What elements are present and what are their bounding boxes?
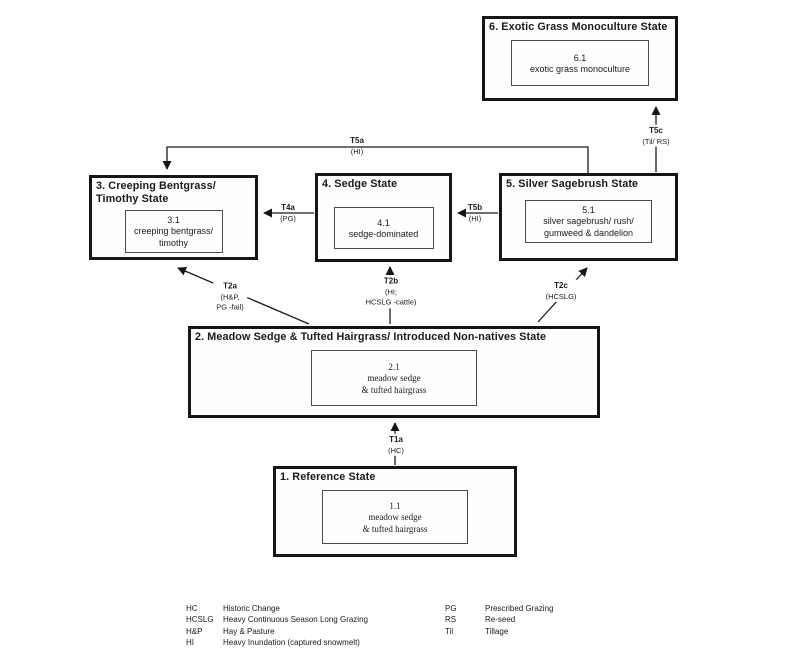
- legend-definition: Heavy Inundation (captured snowmelt): [223, 637, 360, 647]
- community-name: meadow sedge & tufted hairgrass: [361, 372, 427, 395]
- transition-causes: (HC): [388, 445, 404, 455]
- transition-code: T2a: [223, 281, 237, 291]
- transition-causes: (HCSLG): [545, 291, 577, 301]
- community-name: exotic grass monoculture: [529, 63, 631, 74]
- state-box-reference: 1. Reference State 1.1 meadow sedge & tu…: [273, 466, 517, 557]
- transition-code: T4a: [281, 202, 295, 212]
- community-name: creeping bentgrass/ timothy: [133, 225, 214, 248]
- community-name: silver sagebrush/ rush/ gumweed & dandel…: [543, 216, 634, 239]
- transition-label-t2a: T2a (H&P, PG -fail): [213, 280, 247, 314]
- community-box: 5.1 silver sagebrush/ rush/ gumweed & da…: [525, 200, 652, 244]
- community-name: sedge-dominated: [348, 228, 419, 239]
- community-box: 3.1 creeping bentgrass/ timothy: [124, 209, 223, 253]
- community-id: 3.1: [167, 214, 180, 225]
- legend-abbr: PG: [445, 604, 457, 613]
- legend-right-column: PG Prescribed Grazing RS Re-seed Til Til…: [445, 604, 554, 636]
- transition-label-t2c: T2c (HCSLG): [542, 279, 580, 303]
- transition-causes: (HI): [350, 146, 364, 156]
- transition-label-t1a: T1a (HC): [385, 433, 407, 457]
- state-title: 5. Silver Sagebrush State: [506, 178, 639, 190]
- state-title: 1. Reference State: [280, 471, 376, 483]
- legend-definition: Historic Change: [223, 604, 280, 613]
- legend-abbr: HI: [186, 637, 194, 647]
- community-box: 6.1 exotic grass monoculture: [511, 40, 649, 87]
- community-box: 2.1 meadow sedge & tufted hairgrass: [311, 350, 477, 407]
- transition-label-t5c: T5c (Til/ RS): [639, 124, 673, 148]
- transition-code: T5a: [350, 135, 364, 145]
- transition-code: T2b: [383, 276, 399, 286]
- community-id: 4.1: [377, 217, 390, 228]
- transition-code: T5c: [649, 125, 663, 135]
- community-id: 5.1: [582, 205, 595, 216]
- transition-causes: (HI; HCSLG -cattle): [365, 286, 417, 307]
- state-box-sedge: 4. Sedge State 4.1 sedge-dominated: [315, 173, 452, 262]
- legend-abbr: Til: [445, 626, 454, 636]
- legend-abbr: HCSLG: [186, 615, 214, 625]
- state-title: 4. Sedge State: [322, 178, 398, 190]
- transition-code: T1a: [389, 434, 403, 444]
- legend-abbr: HC: [186, 604, 198, 613]
- state-box-creeping-bentgrass-timothy: 3. Creeping Bentgrass/ Timothy State 3.1…: [89, 175, 258, 260]
- state-title: 6. Exotic Grass Monoculture State: [489, 21, 668, 33]
- transition-label-t2b: T2b (HI; HCSLG -cattle): [362, 275, 420, 309]
- state-title: 2. Meadow Sedge & Tufted Hairgrass/ Intr…: [195, 331, 547, 343]
- community-name: meadow sedge & tufted hairgrass: [362, 511, 428, 534]
- transition-causes: (H&P, PG -fail): [216, 291, 244, 312]
- community-id: 2.1: [388, 361, 400, 372]
- state-box-exotic-grass-monoculture: 6. Exotic Grass Monoculture State 6.1 ex…: [482, 16, 678, 101]
- state-box-silver-sagebrush: 5. Silver Sagebrush State 5.1 silver sag…: [499, 173, 678, 261]
- state-title: 3. Creeping Bentgrass/ Timothy State: [96, 180, 216, 206]
- community-id: 1.1: [389, 500, 401, 511]
- transition-code: T5b: [467, 202, 483, 212]
- legend-left-column: HC Historic Change HCSLG Heavy Continuou…: [186, 604, 368, 648]
- transition-label-t5a: T5a (HI): [350, 135, 364, 157]
- community-id: 6.1: [573, 52, 587, 63]
- legend-definition: Tillage: [485, 626, 509, 636]
- state-box-meadow-sedge-introduced: 2. Meadow Sedge & Tufted Hairgrass/ Intr…: [188, 326, 600, 418]
- transition-causes: (HI): [468, 213, 482, 223]
- transition-arrow-t5a: [162, 146, 589, 174]
- transition-label-t5b: T5b (HI): [468, 202, 482, 224]
- legend-definition: Heavy Continuous Season Long Grazing: [223, 615, 368, 625]
- legend-definition: Re-seed: [485, 615, 516, 625]
- transition-label-t4a: T4a (PG): [280, 202, 296, 224]
- transition-code: T2c: [554, 280, 568, 290]
- transition-causes: (PG): [280, 213, 296, 223]
- legend-definition: Prescribed Grazing: [485, 604, 554, 613]
- community-box: 4.1 sedge-dominated: [333, 207, 434, 250]
- legend-abbr: RS: [445, 615, 457, 625]
- transition-causes: (Til/ RS): [642, 136, 670, 146]
- legend-abbr: H&P: [186, 626, 203, 636]
- community-box: 1.1 meadow sedge & tufted hairgrass: [322, 490, 468, 545]
- legend-definition: Hay & Pasture: [223, 626, 275, 636]
